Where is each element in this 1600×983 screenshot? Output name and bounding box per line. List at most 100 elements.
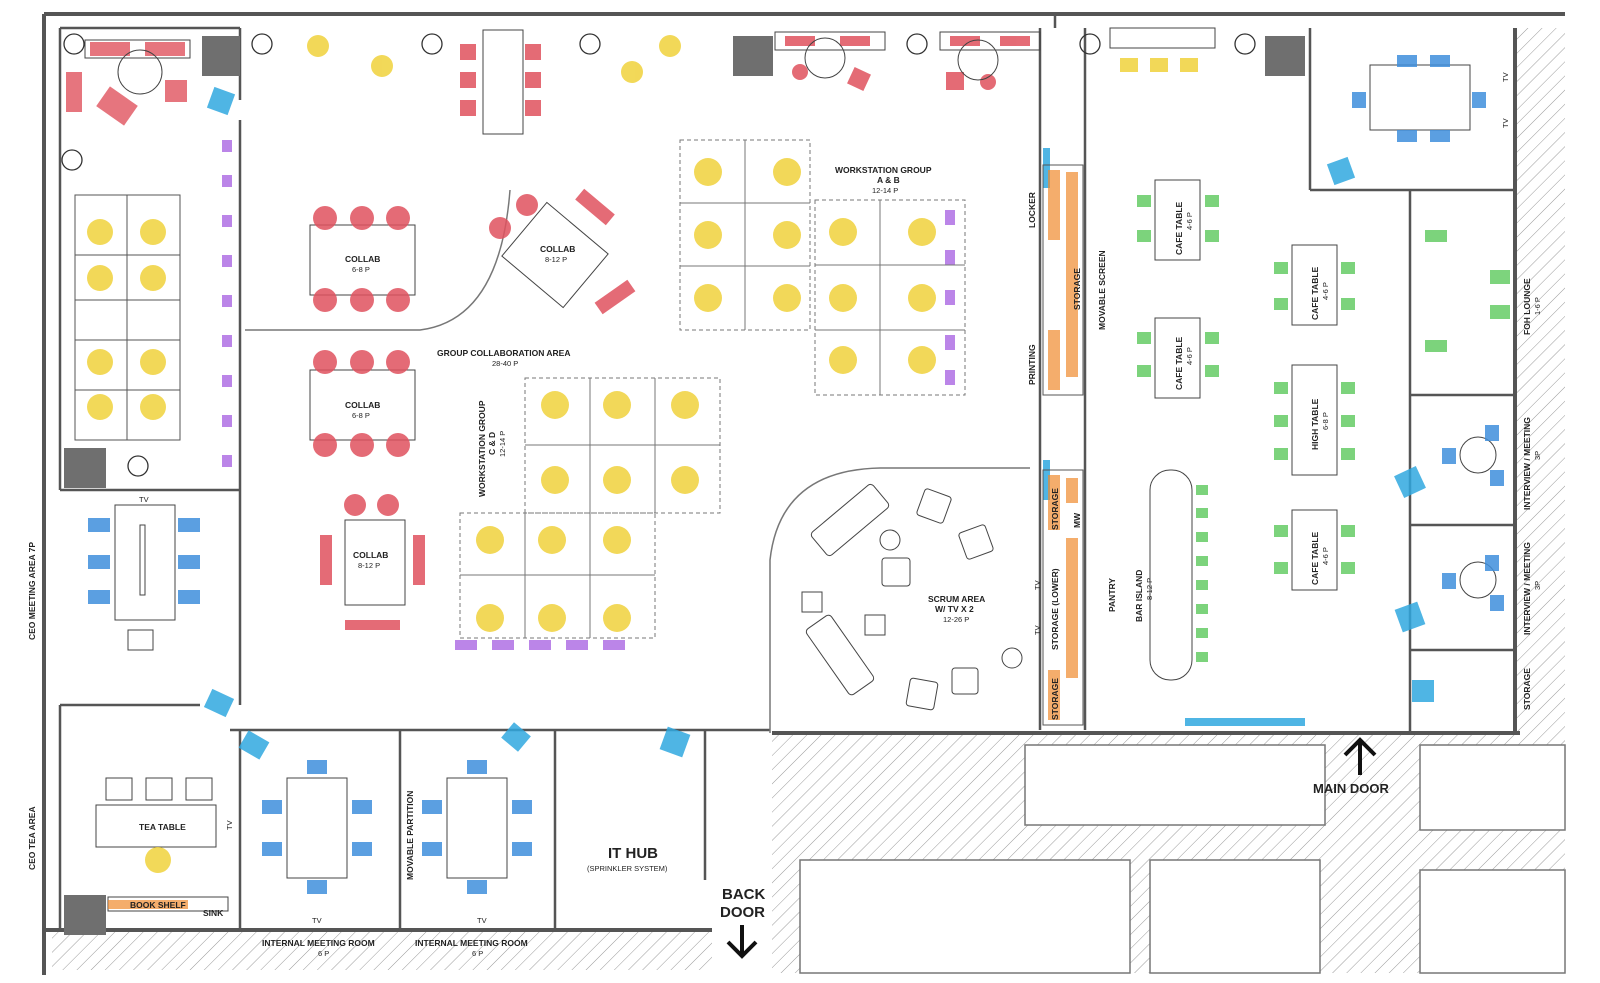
ceo-office-desks	[74, 194, 181, 441]
interview-meeting-cap-2: 3P	[1533, 581, 1542, 590]
cafe-seating	[1137, 179, 1510, 591]
ceo-meeting-area-label: CEO MEETING AREA 7P	[27, 542, 37, 640]
bar-island-cap: 8-12 P	[1145, 578, 1154, 600]
internal-meeting-tables	[262, 760, 532, 894]
ws-ab-sub: A & B	[877, 175, 900, 185]
tv-label-internal-1: TV	[312, 916, 322, 925]
collab-cap-3: 8-12 P	[358, 561, 380, 570]
group-collab-label: GROUP COLLABORATION AREA	[437, 348, 570, 358]
tea-table	[95, 777, 229, 912]
pantry-label: PANTRY	[1107, 578, 1117, 612]
tea-table-label: TEA TABLE	[139, 822, 186, 832]
foh-lounge-label: FOH LOUNGE	[1522, 278, 1532, 335]
storage-label-2: STORAGE	[1050, 488, 1060, 530]
storage-label-1: STORAGE	[1072, 268, 1082, 310]
collab-table-4	[489, 188, 636, 315]
collab-label-4: COLLAB	[540, 244, 575, 254]
top-tables	[482, 27, 1216, 135]
high-table-label: HIGH TABLE	[1310, 398, 1320, 450]
interview-meeting-label-1: INTERVIEW / MEETING	[1522, 417, 1532, 510]
movable-partition-label: MOVABLE PARTITION	[405, 791, 415, 880]
collab-cap-1: 6-8 P	[352, 265, 370, 274]
collab-label-2: COLLAB	[345, 400, 380, 410]
scrum-area-label: SCRUM AREA	[928, 594, 985, 604]
cafe-table-cap-1: 4-6 P	[1185, 212, 1194, 230]
it-hub-note: (SPRINKLER SYSTEM)	[587, 864, 668, 873]
ws-cd-cap: 12-14 P	[498, 431, 507, 457]
storage-label-3: STORAGE	[1050, 678, 1060, 720]
group-collab-cap: 28-40 P	[492, 359, 518, 368]
scrum-area-boundary	[769, 467, 1030, 733]
bar-island	[1149, 469, 1208, 681]
ceo-lounge-furniture	[66, 39, 191, 126]
main-door-arrow-icon	[1343, 737, 1377, 775]
scrum-cap-label: 12-26 P	[943, 615, 969, 624]
back-door-label-1: BACK	[722, 886, 765, 903]
columns	[64, 36, 1305, 935]
collab-table-1	[309, 206, 416, 312]
cafe-table-cap-2: 4-6 P	[1185, 347, 1194, 365]
mw-label: MW	[1072, 512, 1082, 528]
doors	[203, 86, 1434, 760]
interview-meeting-cap-1: 3P	[1533, 451, 1542, 460]
collab-label-3: COLLAB	[353, 550, 388, 560]
collab-cap-4: 8-12 P	[545, 255, 567, 264]
tv-label-internal-2: TV	[477, 916, 487, 925]
exterior-hatch-bottom-left	[52, 930, 712, 970]
tv-label-scrum-2: TV	[1033, 625, 1042, 635]
movable-screen-label: MOVABLE SCREEN	[1097, 250, 1107, 330]
tv-label-tea: TV	[225, 820, 234, 830]
tv-label-ceo: TV	[139, 495, 149, 504]
plants	[61, 33, 1256, 477]
tv-label-right-2: TV	[1501, 118, 1510, 128]
main-door-label: MAIN DOOR	[1313, 781, 1389, 796]
exterior-hatch-right	[1515, 28, 1565, 733]
acoustic-panels	[222, 140, 955, 650]
internal-meeting-label-2: INTERNAL MEETING ROOM	[415, 938, 528, 948]
bar-island-label: BAR ISLAND	[1134, 570, 1144, 622]
tv-label-right-1: TV	[1501, 72, 1510, 82]
ceo-meeting-table	[88, 504, 200, 651]
top-yellow-seating	[307, 35, 1198, 83]
scrum-furniture	[801, 483, 1023, 711]
tv-label-scrum-1: TV	[1033, 580, 1042, 590]
exterior-walls	[42, 12, 1565, 975]
high-table-cap: 6-8 P	[1321, 412, 1330, 430]
right-meeting-furniture	[1352, 55, 1504, 611]
book-shelf-label: BOOK SHELF	[130, 900, 186, 910]
interior-walls	[58, 14, 1515, 930]
workstation-group-ab	[679, 139, 966, 396]
cafe-table-label-4: CAFE TABLE	[1310, 531, 1320, 585]
collab-table-3	[320, 494, 425, 630]
cafe-table-label-1: CAFE TABLE	[1174, 201, 1184, 255]
ws-ab-title: WORKSTATION GROUP	[835, 165, 932, 175]
internal-meeting-cap-1: 6 P	[318, 949, 329, 958]
locker-label: LOCKER	[1027, 192, 1037, 228]
it-hub-label: IT HUB	[608, 845, 658, 862]
internal-meeting-cap-2: 6 P	[472, 949, 483, 958]
cafe-table-label-3: CAFE TABLE	[1310, 266, 1320, 320]
collab-label-1: COLLAB	[345, 254, 380, 264]
ws-cd-sub: C & D	[487, 432, 497, 455]
storage-column	[1042, 164, 1084, 726]
cafe-table-cap-4: 4-6 P	[1321, 547, 1330, 565]
cafe-table-cap-3: 4-6 P	[1321, 282, 1330, 300]
workstation-group-cd	[459, 377, 721, 639]
sink-label: SINK	[203, 908, 224, 918]
foh-lounge-cap: 1-6 P	[1533, 297, 1542, 315]
ws-ab-cap: 12-14 P	[872, 186, 898, 195]
neighbour-walls	[799, 744, 1566, 974]
ceo-tea-area-label: CEO TEA AREA	[27, 806, 37, 870]
interview-meeting-label-2: INTERVIEW / MEETING	[1522, 542, 1532, 635]
cafe-table-label-2: CAFE TABLE	[1174, 336, 1184, 390]
storage-right-label: STORAGE	[1522, 668, 1532, 710]
collab-table-2	[309, 350, 416, 457]
printing-label: PRINTING	[1027, 344, 1037, 385]
scrum-tv-label: W/ TV X 2	[935, 604, 974, 614]
top-red-seating	[460, 36, 1030, 116]
storage-lower-label: STORAGE (LOWER)	[1050, 568, 1060, 650]
internal-meeting-label-1: INTERNAL MEETING ROOM	[262, 938, 375, 948]
back-door-arrow-icon	[726, 925, 758, 959]
ws-cd-title: WORKSTATION GROUP	[477, 400, 487, 497]
